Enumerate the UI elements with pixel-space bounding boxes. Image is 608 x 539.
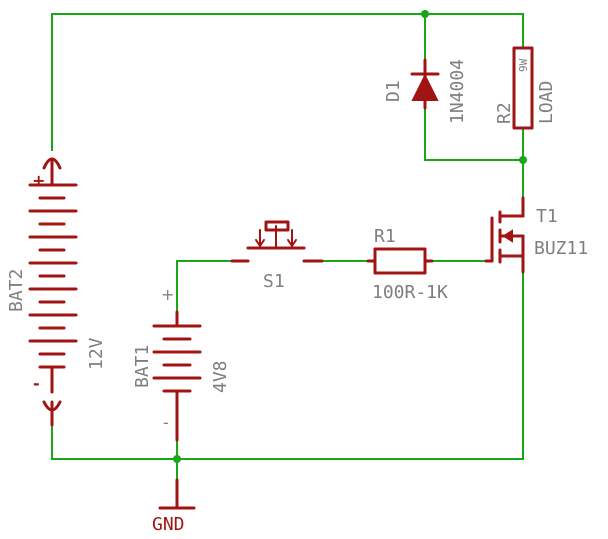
bat1-minus-sign: -: [163, 413, 169, 432]
bat2-minus-sign: -: [33, 374, 40, 393]
r2-name: R2: [494, 102, 515, 124]
t1-name: T1: [536, 206, 558, 227]
t1-value: BUZ11: [534, 238, 588, 259]
bat1-value: 4V8: [210, 360, 231, 393]
resistor-r1: R1 100R-1K: [366, 226, 448, 303]
d1-triangle-icon: [411, 73, 439, 101]
s1-name: S1: [263, 271, 285, 292]
bat2-name: BAT2: [6, 269, 27, 312]
bat1-name: BAT1: [132, 345, 153, 388]
switch-s1: S1: [230, 220, 324, 292]
ground-symbol: GND: [152, 478, 196, 535]
bat2-value: 12V: [86, 337, 107, 370]
wire-diode-bottom: [424, 107, 524, 161]
t1-arrow-icon: [502, 229, 513, 243]
mosfet-t1: T1 BUZ11: [484, 196, 588, 274]
wire-bottom-rail: [51, 424, 524, 460]
r2-rating: 9W: [517, 58, 530, 72]
wire-top-rail: [51, 13, 524, 151]
d1-name: D1: [383, 80, 404, 102]
battery-bat1: + - BAT1 4V8: [132, 285, 231, 442]
bat2-plus-sign: +: [32, 171, 45, 190]
junction-gnd: [173, 455, 181, 463]
resistor-r2-load: 9W R2 LOAD: [494, 46, 557, 130]
r1-name: R1: [374, 226, 396, 247]
battery-bat2: + - BAT2 12V: [6, 157, 107, 427]
gnd-label: GND: [152, 514, 185, 535]
r2-value: LOAD: [536, 81, 557, 124]
junction-top: [421, 10, 429, 18]
d1-value: 1N4004: [447, 59, 468, 124]
r1-value: 100R-1K: [372, 282, 448, 303]
bat1-plus-sign: +: [161, 285, 174, 304]
wires: [51, 10, 527, 481]
diode-d1: D1 1N4004: [383, 58, 468, 124]
junction-load: [519, 156, 527, 164]
wire-bat1-to-s1: [176, 260, 233, 313]
